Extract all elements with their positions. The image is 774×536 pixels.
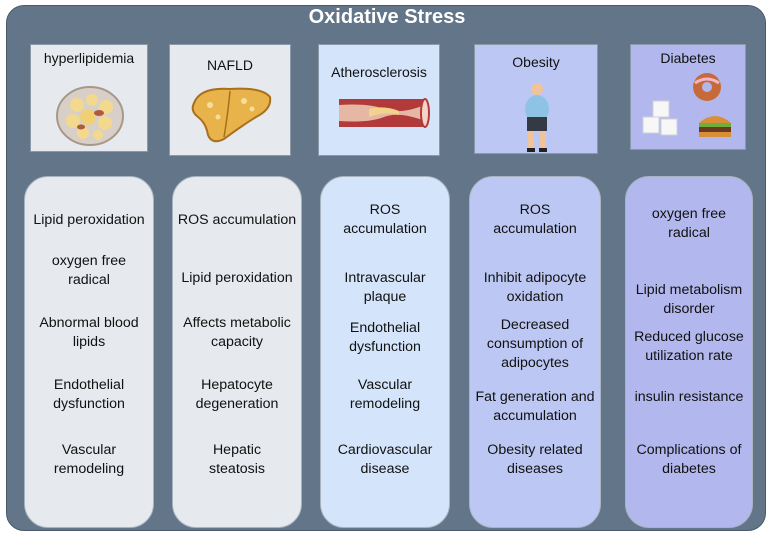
list-item: ROS accumulation [177,212,297,228]
column-atherosclerosis: ROS accumulation Intravascular plaque En… [320,176,450,528]
sugar-donut-burger-icon [642,73,731,137]
card-hyperlipidemia: hyperlipidemia [30,44,148,152]
list-item: Vascular remodeling [53,442,125,477]
column-diabetes: oxygen free radical Lipid metabolism dis… [625,176,753,528]
column-hyperlipidemia: Lipid peroxidation oxygen free radical A… [24,176,154,528]
list-item: Complications of diabetes [636,442,742,477]
card-label: Atherosclerosis [331,64,427,80]
list-item: Intravascular plaque [344,270,426,305]
fat-cell-icon [56,86,124,146]
list-item: Reduced glucose utilization rate [634,329,744,364]
card-atherosclerosis: Atherosclerosis [318,44,440,156]
list-item: Inhibit adipocyte oxidation [483,270,587,305]
card-label: Diabetes [660,50,716,66]
list-item: oxygen free radical [51,253,127,288]
list-item: Decreased consumption of adipocytes [486,317,584,371]
column-nafld: ROS accumulation Lipid peroxidation Affe… [172,176,302,528]
list-item: oxygen free radical [651,206,727,241]
card-diabetes: Diabetes [630,44,746,150]
list-item: Hepatocyte degeneration [195,377,279,412]
artery-plaque-icon [339,98,430,128]
card-label: Obesity [512,54,560,70]
card-label: NAFLD [207,57,253,73]
obese-person-icon [525,83,549,152]
card-obesity: Obesity [474,44,598,154]
list-item: Affects metabolic capacity [183,315,291,350]
card-label: hyperlipidemia [43,50,135,66]
list-item: Fat generation and accumulation [475,389,595,424]
list-item: insulin resistance [634,389,744,405]
list-item: Endothelial dysfunction [53,377,125,412]
card-nafld: NAFLD [169,44,291,156]
list-item: Obesity related diseases [487,442,583,477]
list-item: Hepatic steatosis [209,442,265,477]
list-item: Lipid peroxidation [33,212,145,228]
liver-icon [191,87,272,143]
column-obesity: ROS accumulation Inhibit adipocyte oxida… [469,176,601,528]
list-item: Lipid peroxidation [181,270,293,286]
list-item: Lipid metabolism disorder [635,282,743,317]
list-item: ROS accumulation [343,202,427,237]
diagram-title: Oxidative Stress [308,6,466,28]
list-item: ROS accumulation [493,202,577,237]
list-item: Vascular remodeling [349,377,421,412]
list-item: Abnormal blood lipids [39,315,139,350]
list-item: Cardiovascular disease [337,442,433,477]
list-item: Endothelial dysfunction [349,320,421,355]
